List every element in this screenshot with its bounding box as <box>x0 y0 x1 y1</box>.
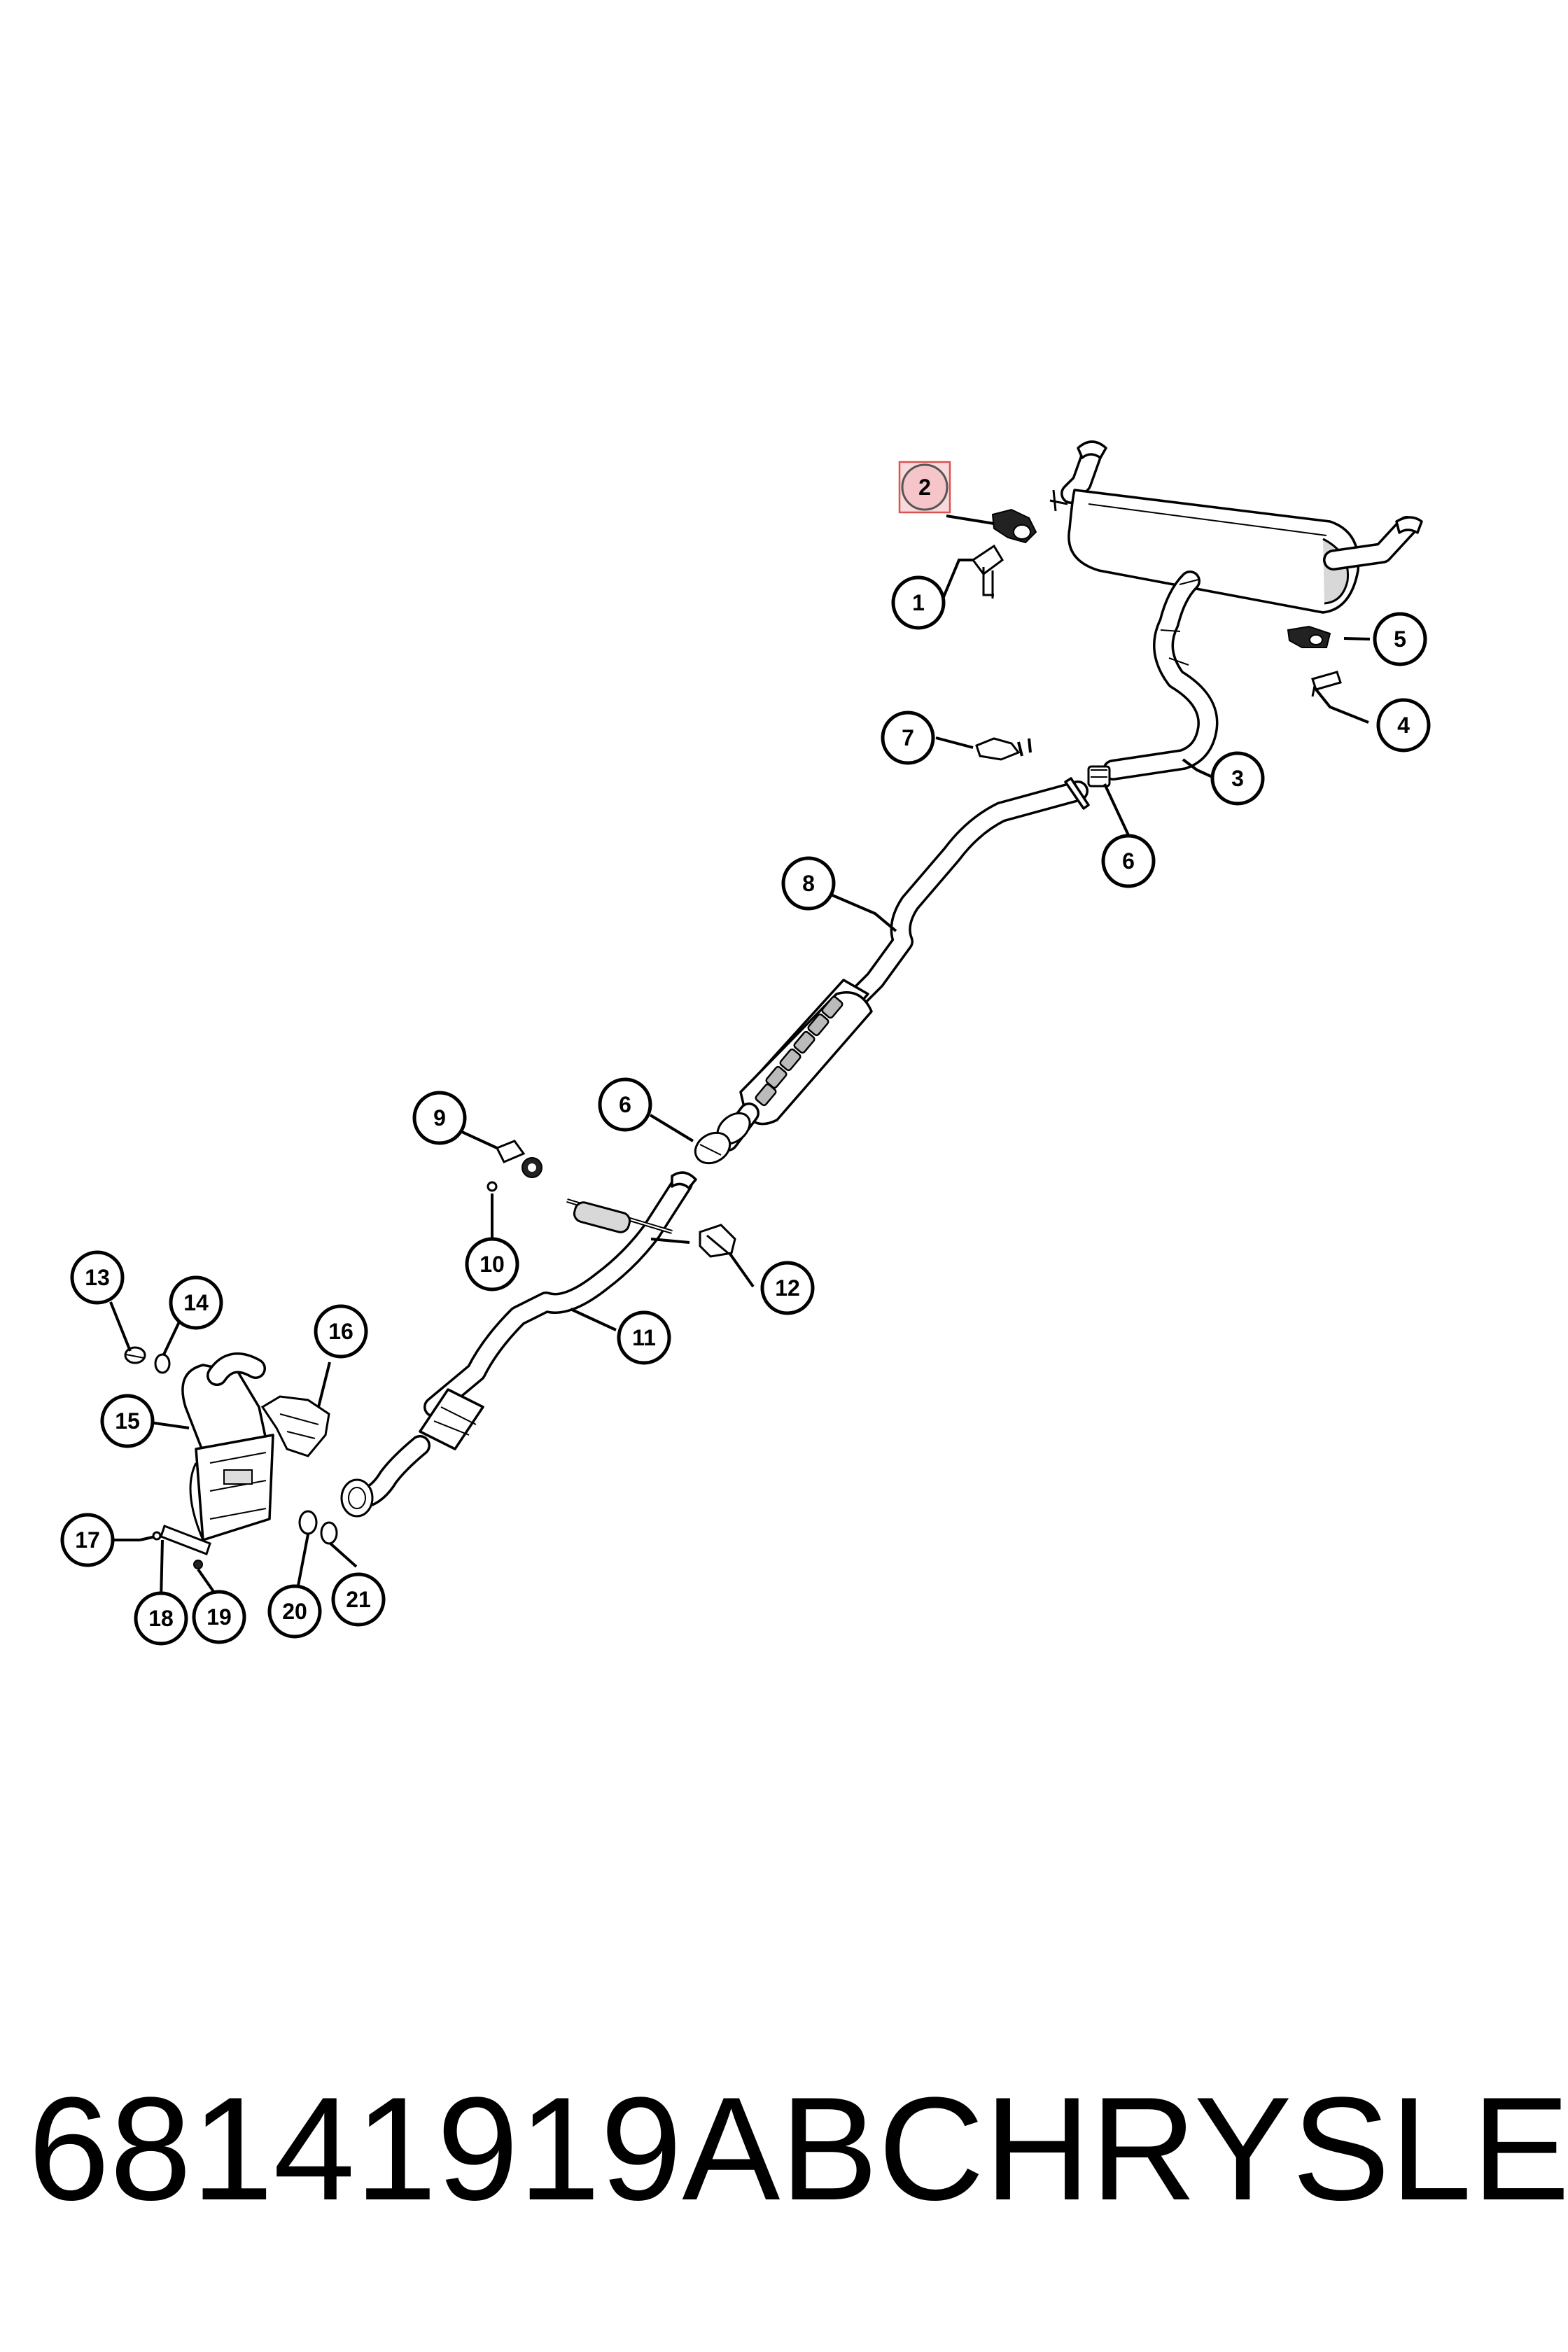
nut-10 <box>486 1181 498 1192</box>
svg-text:18: 18 <box>148 1606 174 1631</box>
part-label-8[interactable]: 8 <box>781 856 836 911</box>
svg-text:6: 6 <box>1122 848 1135 874</box>
brand-name: CHRYSLER <box>878 2066 1568 2231</box>
gasket-20 <box>298 1510 318 1535</box>
exhaust-system-diagram: 1 2 3 4 5 6 6 7 <box>60 440 1431 1646</box>
part-label-12[interactable]: 12 <box>760 1261 815 1315</box>
front-hanger-bracket <box>495 1140 542 1178</box>
svg-text:3: 3 <box>1231 766 1244 791</box>
svg-text:10: 10 <box>479 1252 505 1277</box>
svg-text:13: 13 <box>85 1265 110 1290</box>
svg-text:19: 19 <box>206 1604 232 1630</box>
svg-text:12: 12 <box>775 1275 800 1301</box>
svg-text:6: 6 <box>619 1092 631 1117</box>
pipe-clamp-upper <box>1087 765 1111 788</box>
intermediate-isolator <box>975 737 1032 761</box>
muffler-isolator <box>991 508 1037 544</box>
catalytic-converter <box>181 1352 274 1541</box>
footer: 68141919AB CHRYSLER <box>28 2058 1568 2240</box>
part-label-5[interactable]: 5 <box>1373 612 1427 666</box>
part-label-18[interactable]: 18 <box>134 1591 188 1646</box>
svg-text:17: 17 <box>75 1527 100 1553</box>
svg-text:1: 1 <box>912 590 925 615</box>
svg-text:7: 7 <box>902 725 914 750</box>
part-label-6-lower[interactable]: 6 <box>598 1077 652 1132</box>
part-label-11[interactable]: 11 <box>617 1310 671 1365</box>
heat-shield-16 <box>260 1395 330 1457</box>
rear-tailpipe <box>1102 570 1219 780</box>
part-label-13[interactable]: 13 <box>70 1250 125 1305</box>
part-label-17[interactable]: 17 <box>60 1513 115 1567</box>
svg-text:14: 14 <box>183 1290 209 1315</box>
front-isolator <box>699 1224 736 1258</box>
part-label-6-upper[interactable]: 6 <box>1101 834 1156 888</box>
part-label-3[interactable]: 3 <box>1210 751 1265 806</box>
svg-text:21: 21 <box>346 1587 371 1612</box>
svg-text:15: 15 <box>115 1408 140 1434</box>
part-label-15[interactable]: 15 <box>100 1394 155 1448</box>
part-label-10[interactable]: 10 <box>465 1237 519 1292</box>
part-number: 68141919AB <box>28 2066 878 2231</box>
svg-text:2: 2 <box>918 475 931 500</box>
part-label-1[interactable]: 1 <box>891 575 946 630</box>
bolt-17 <box>139 1531 162 1541</box>
gasket-21 <box>320 1521 338 1545</box>
svg-text:11: 11 <box>632 1325 656 1350</box>
part-label-7[interactable]: 7 <box>881 710 935 765</box>
intermediate-pipe-resonator <box>716 777 1090 1152</box>
muffler-hanger-bracket <box>971 544 1004 598</box>
svg-text:4: 4 <box>1397 713 1410 738</box>
rear-hanger-bracket <box>1311 671 1342 697</box>
svg-text:9: 9 <box>433 1105 446 1130</box>
part-label-14[interactable]: 14 <box>169 1275 223 1330</box>
svg-text:16: 16 <box>328 1319 354 1344</box>
part-label-21[interactable]: 21 <box>331 1572 386 1627</box>
pipe-clamp-lower <box>694 1131 732 1165</box>
part-label-2-highlighted[interactable]: 2 <box>898 461 951 514</box>
gasket-14 <box>154 1353 171 1374</box>
nut-19 <box>193 1560 203 1569</box>
leader-lines <box>109 514 1371 1601</box>
part-label-20[interactable]: 20 <box>267 1584 322 1639</box>
part-label-16[interactable]: 16 <box>314 1304 368 1359</box>
part-label-4[interactable]: 4 <box>1376 698 1431 752</box>
front-pipe <box>340 1171 697 1518</box>
svg-text:5: 5 <box>1394 626 1406 652</box>
svg-text:20: 20 <box>282 1599 307 1624</box>
svg-text:8: 8 <box>802 871 815 896</box>
clamp-13 <box>124 1346 146 1364</box>
rear-isolator <box>1287 625 1331 648</box>
bracket-18 <box>160 1525 211 1555</box>
part-label-19[interactable]: 19 <box>192 1590 246 1644</box>
part-label-9[interactable]: 9 <box>412 1091 467 1145</box>
rear-muffler <box>1049 440 1423 614</box>
